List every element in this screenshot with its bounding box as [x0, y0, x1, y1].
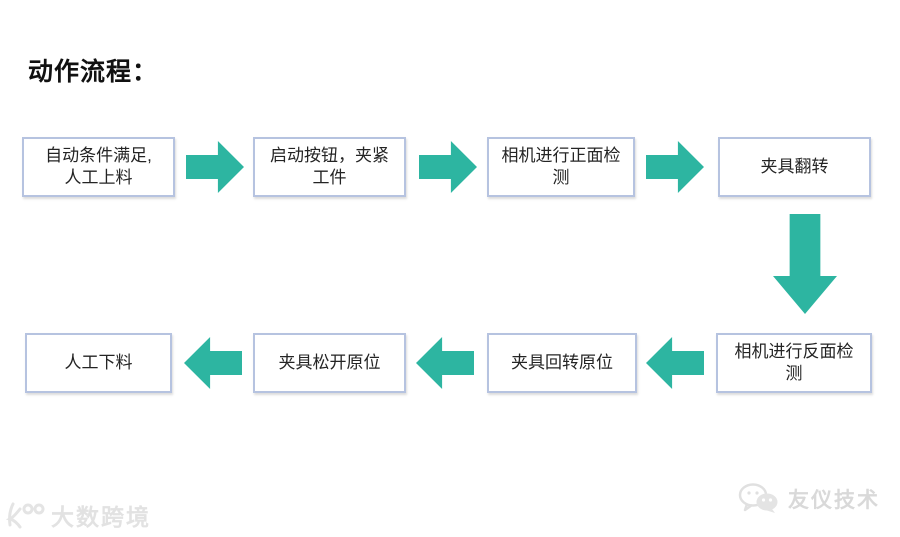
step-label-line: 夹具松开原位 [278, 353, 381, 372]
step-label-line: 夹具回转原位 [511, 353, 613, 372]
step-camera-back-inspection: 相机进行反面检 测 [716, 333, 872, 393]
page-title: 动作流程： [28, 58, 159, 86]
watermark-text: 大数跨境 [51, 504, 151, 530]
step-label-line: 人工上料 [64, 168, 133, 187]
step-label-line: 相机进行正面检 [501, 146, 621, 165]
arrow-left-icon [646, 337, 704, 389]
arrow-left-icon [416, 337, 474, 389]
k100-logo-icon [6, 502, 45, 529]
step-label-line: 自动条件满足, [45, 146, 152, 165]
step-start-button-clamp-workpiece: 启动按钮，夹紧 工件 [253, 137, 406, 197]
arrow-right-icon [186, 141, 244, 193]
arrow-down-icon [773, 214, 837, 314]
step-fixture-release: 夹具松开原位 [253, 333, 406, 393]
arrow-right-icon [419, 141, 477, 193]
step-camera-front-inspection: 相机进行正面检 测 [487, 137, 635, 197]
step-label-line: 工件 [312, 168, 347, 187]
watermark-bottom-left: 大数跨境 [6, 498, 151, 532]
watermark-bottom-right: 友仪技术 [737, 482, 880, 516]
watermark-text: 友仪技术 [788, 489, 880, 512]
step-label-line: 测 [785, 364, 803, 383]
step-label-line: 相机进行反面检 [734, 342, 854, 361]
step-label-line: 人工下料 [64, 353, 133, 372]
step-manual-unload: 人工下料 [25, 333, 172, 393]
step-fixture-rotate-back: 夹具回转原位 [487, 333, 637, 393]
wechat-icon [738, 483, 778, 513]
arrow-right-icon [646, 141, 704, 193]
arrow-left-icon [184, 337, 242, 389]
step-label-line: 启动按钮，夹紧 [270, 146, 389, 165]
step-label-line: 测 [552, 168, 570, 187]
step-auto-condition-manual-load: 自动条件满足, 人工上料 [22, 137, 175, 197]
step-fixture-flip: 夹具翻转 [718, 137, 871, 197]
step-label-line: 夹具翻转 [760, 157, 829, 176]
